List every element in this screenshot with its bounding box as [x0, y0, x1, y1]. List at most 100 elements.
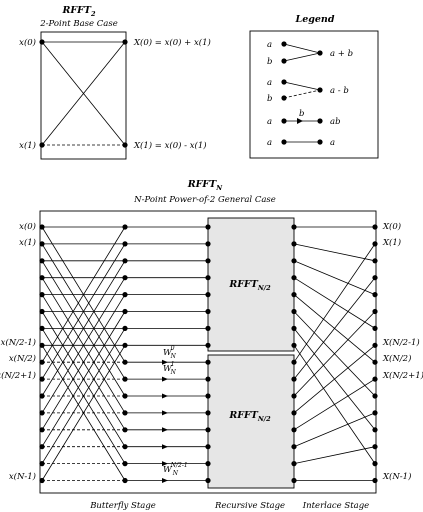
input-label-n2: x(N/2) [9, 353, 36, 364]
recursive-in-node [205, 427, 211, 433]
recursive-in-node [205, 325, 211, 331]
butterfly-node [122, 224, 128, 230]
butterfly-node [122, 444, 128, 450]
output-node [372, 444, 378, 450]
recursive-out-node [291, 308, 297, 315]
base-node-out-0 [122, 39, 128, 45]
output-node [372, 241, 378, 247]
base-input-label-0: x(0) [19, 37, 36, 48]
output-node [372, 308, 378, 315]
recursive-block-bottom-label: RFFTN/2 [228, 410, 271, 423]
butterfly-edge-cross [41, 226, 126, 363]
recursive-out-node [291, 275, 297, 281]
recursive-out-node [291, 325, 297, 331]
twiddle-arrow [162, 427, 168, 433]
interlace-edge [293, 260, 376, 295]
butterfly-node [122, 241, 128, 247]
output-label-n2: X(N/2) [382, 353, 411, 364]
recursive-in-node [205, 393, 211, 399]
base-output-label-0: X(0) = x(0) + x(1) [133, 37, 211, 48]
output-node [372, 224, 378, 230]
input-node [39, 444, 45, 450]
stage-label-interlace: Interlace Stage [302, 501, 369, 511]
output-label-n2-minus-1: X(N/2-1) [382, 337, 420, 348]
butterfly-node [122, 376, 128, 382]
recursive-in-node [205, 410, 211, 416]
interlace-edge [293, 412, 376, 448]
interlace-edge [293, 344, 376, 414]
input-node [39, 376, 45, 382]
recursive-block-top [207, 217, 295, 352]
twiddle-arrow [162, 359, 168, 365]
input-node [39, 325, 45, 331]
svg-text:b: b [267, 57, 272, 67]
input-node [39, 258, 45, 264]
svg-text:b: b [299, 109, 304, 119]
recursive-block-bottom [207, 354, 295, 489]
twiddle-arrow [162, 478, 168, 483]
recursive-out-node [291, 342, 297, 348]
interlace-edge [293, 243, 376, 363]
butterfly-node [122, 342, 128, 348]
butterfly-node [122, 477, 128, 484]
output-node [372, 275, 378, 281]
output-label-n2-plus-1: X(N/2+1) [382, 370, 423, 381]
butterfly-edge-cross [41, 328, 126, 464]
interlace-edge [293, 311, 376, 397]
butterfly-node [122, 461, 128, 467]
recursive-out-node [291, 258, 297, 264]
butterfly-node [122, 258, 128, 264]
legend-panel: Legend a b a + b a b a - b [249, 14, 379, 159]
output-node [372, 292, 378, 298]
input-label-n-minus-1: x(N-1) [9, 471, 36, 482]
input-node [39, 275, 45, 281]
recursive-in-node [205, 477, 211, 484]
input-label-n2-minus-1: x(N/2-1) [1, 337, 36, 348]
recursive-in-node [205, 258, 211, 264]
input-node [39, 224, 45, 230]
base-case-panel: RFFT2 2-Point Base Case x(0) x(1) X(0) =… [19, 5, 211, 160]
base-output-label-1: X(1) = x(0) - x(1) [133, 140, 207, 151]
interlace-edge [293, 378, 376, 431]
recursive-out-node [291, 359, 297, 365]
butterfly-edge-cross [41, 260, 126, 397]
stage-label-butterfly: Butterfly Stage [89, 501, 156, 511]
general-case-frame [39, 210, 377, 494]
recursive-in-node [205, 224, 211, 230]
output-node [372, 461, 378, 467]
input-label-n2-plus-1: x(N/2+1) [0, 370, 36, 381]
interlace-edge [293, 243, 376, 262]
legend-item-multiply: a b ab [267, 109, 341, 127]
recursive-in-node [205, 275, 211, 281]
recursive-block-top-label: RFFTN/2 [228, 279, 271, 292]
svg-text:a: a [330, 138, 335, 148]
recursive-in-node [205, 342, 211, 348]
recursive-in-node [205, 241, 211, 247]
recursive-out-node [291, 241, 297, 247]
butterfly-node [122, 427, 128, 433]
recursive-in-node [205, 359, 211, 365]
recursive-in-node [205, 376, 211, 382]
butterfly-node [122, 292, 128, 298]
twiddle-arrow [162, 410, 168, 416]
recursive-out-node [291, 410, 297, 416]
legend-item-pass: a a [267, 138, 335, 148]
stage-label-recursive: Recursive Stage [214, 501, 285, 511]
svg-text:a: a [267, 78, 272, 88]
input-node [39, 410, 45, 416]
input-node [39, 342, 45, 348]
interlace-edge [293, 446, 376, 464]
output-node [372, 410, 378, 416]
base-edge-cross-up [41, 41, 126, 146]
base-node-in-0 [39, 39, 45, 45]
recursive-out-node [291, 376, 297, 382]
svg-text:b: b [267, 94, 272, 104]
legend-item-difference: a b a - b [267, 78, 349, 104]
recursive-in-node [205, 444, 211, 450]
output-node [372, 427, 378, 433]
butterfly-node [122, 308, 128, 315]
butterfly-node [122, 275, 128, 281]
recursive-out-node [291, 393, 297, 399]
base-input-label-1: x(1) [19, 140, 36, 151]
recursive-in-node [205, 292, 211, 298]
